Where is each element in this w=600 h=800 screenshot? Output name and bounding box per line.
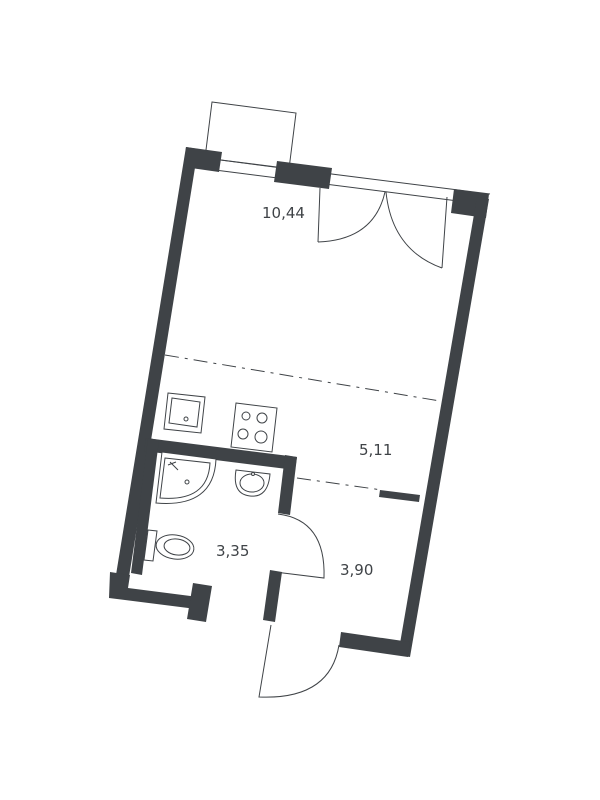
main-room-area: 10,44 <box>262 204 305 222</box>
balcony-door <box>317 187 448 269</box>
bathroom-area: 3,35 <box>216 542 249 560</box>
stove <box>230 402 278 453</box>
kitchen-sink <box>163 392 206 434</box>
kitchen-area: 5,11 <box>359 441 392 459</box>
zone-dividers <box>164 354 441 491</box>
hallway-area: 3,90 <box>340 561 373 579</box>
outer-walls <box>109 147 489 657</box>
bathroom-door <box>274 513 325 579</box>
shower-cabin <box>155 451 217 504</box>
washbasin <box>234 469 271 497</box>
interior-walls <box>131 438 420 622</box>
entrance-door <box>258 624 340 698</box>
toilet <box>143 529 195 562</box>
window-top <box>204 157 491 202</box>
